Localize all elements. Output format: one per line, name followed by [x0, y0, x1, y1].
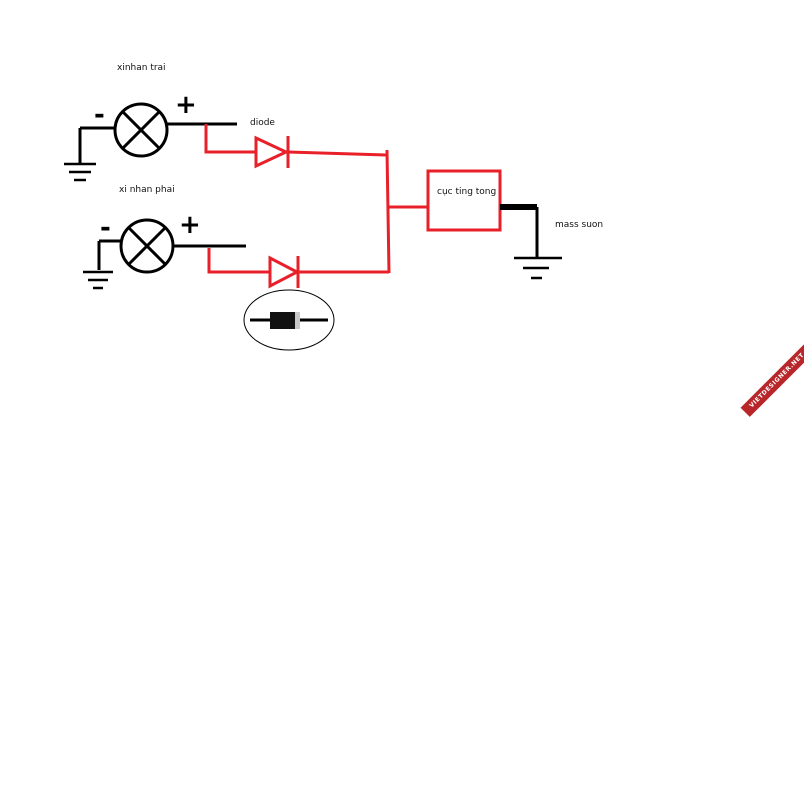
buzzer-label: cục ting tong	[437, 187, 497, 197]
plus-sign-lamp-right: +	[179, 210, 201, 240]
minus-sign-lamp-left: -	[94, 100, 105, 130]
lamp-right-label: xi nhan phai	[119, 185, 175, 195]
red-wiring	[204, 124, 428, 274]
ground-wire-right	[500, 204, 539, 258]
plus-sign-lamp-left: +	[175, 90, 197, 120]
lamp-right	[97, 218, 246, 274]
diode-bottom	[268, 255, 301, 289]
ground-symbol-left-bottom	[83, 270, 113, 290]
minus-sign-lamp-right: -	[100, 213, 111, 243]
ground-symbol-left-top	[64, 162, 96, 182]
lamp-left	[78, 102, 237, 163]
diode-label: diode	[250, 118, 275, 128]
lamp-left-label: xinhan trai	[117, 63, 166, 73]
ground-label: mass suon	[555, 220, 604, 230]
ground-symbol-right	[514, 256, 562, 280]
buzzer-box	[426, 169, 502, 232]
diode-illustration	[243, 289, 335, 351]
diode-top	[254, 135, 290, 169]
